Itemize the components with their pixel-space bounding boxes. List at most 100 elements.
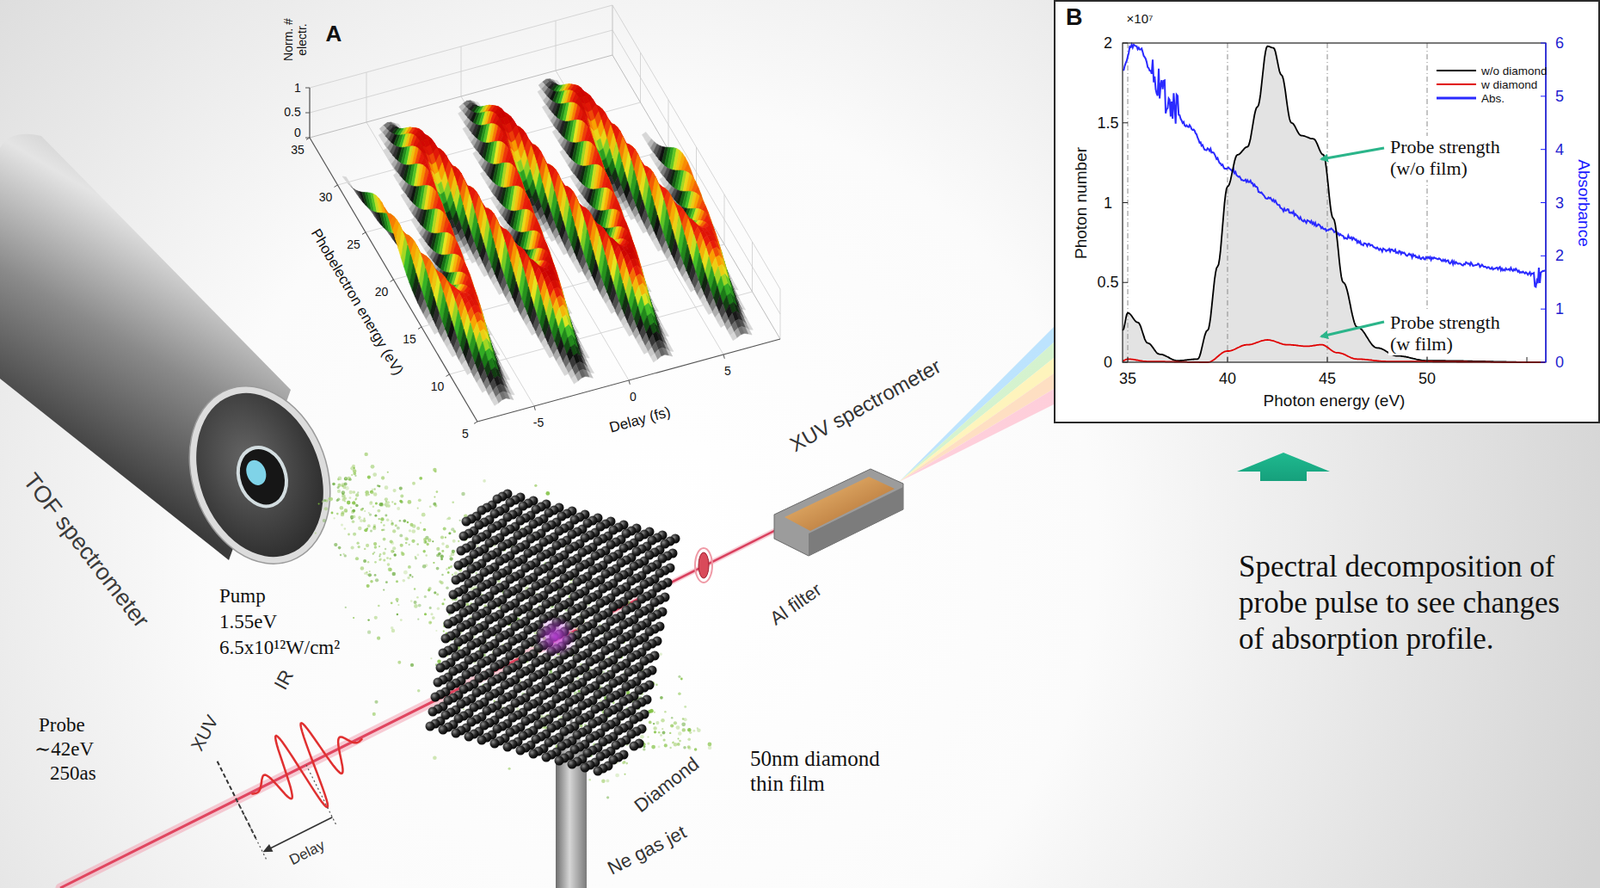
carbon-atom <box>516 592 526 603</box>
carbon-atom <box>580 533 591 543</box>
carbon-atom <box>449 590 459 600</box>
gas-atom <box>382 529 386 532</box>
gas-atom <box>400 543 404 548</box>
gas-atom <box>406 576 410 579</box>
gas-atom <box>433 590 437 594</box>
carbon-atom <box>425 721 436 732</box>
gas-atom <box>669 746 671 749</box>
gas-atom <box>340 523 344 527</box>
gas-atom <box>324 506 328 511</box>
gas-atom <box>363 559 367 563</box>
carbon-atom <box>485 538 495 548</box>
gas-atom <box>386 517 389 521</box>
carbon-atom <box>621 605 632 616</box>
carbon-atom <box>596 522 606 532</box>
gas-atom <box>349 496 352 499</box>
carbon-atom <box>565 697 575 708</box>
carbon-atom <box>508 560 518 570</box>
gas-atom <box>373 487 376 490</box>
gas-atom <box>368 572 372 577</box>
gas-atom <box>357 545 361 548</box>
carbon-atom <box>606 540 616 550</box>
gas-atom <box>476 544 480 548</box>
carbon-atom <box>583 518 593 529</box>
gas-atom <box>411 575 413 578</box>
gas-atom <box>369 570 371 573</box>
carbon-atom <box>467 564 477 574</box>
carbon-atom <box>629 741 640 751</box>
carbon-atom <box>472 611 482 622</box>
carbon-atom <box>467 640 477 651</box>
gas-atom <box>406 521 409 524</box>
carbon-atom <box>593 766 604 776</box>
gas-atom <box>392 572 396 576</box>
gas-atom <box>341 493 346 499</box>
carbon-atom <box>642 641 653 652</box>
gas-atom <box>369 579 374 584</box>
filter-disc <box>698 552 709 579</box>
carbon-atom <box>521 563 531 573</box>
carbon-atom <box>637 670 647 681</box>
carbon-atom <box>549 555 560 566</box>
carbon-atom <box>660 539 671 549</box>
gas-atom <box>430 612 433 616</box>
gas-atom <box>459 519 462 522</box>
carbon-atom <box>624 667 634 677</box>
gas-atom <box>443 526 447 530</box>
gas-atom <box>658 731 661 734</box>
gas-atom <box>462 707 465 710</box>
gas-atom <box>367 630 371 634</box>
gas-atom <box>454 571 458 575</box>
gas-atom <box>428 586 432 591</box>
carbon-atom <box>609 525 619 536</box>
gas-atom <box>429 504 432 508</box>
carbon-atom <box>560 726 570 737</box>
carbon-atom <box>467 717 477 727</box>
carbon-atom <box>619 620 629 630</box>
gas-atom <box>337 486 340 489</box>
gas-atom <box>646 742 650 745</box>
gas-atom <box>676 742 681 746</box>
gas-atom <box>410 663 414 667</box>
gas-atom <box>436 553 440 557</box>
carbon-atom <box>647 535 658 546</box>
carbon-atom <box>578 547 588 558</box>
carbon-atom <box>614 726 624 736</box>
gas-atom <box>389 540 394 544</box>
gas-atom <box>411 529 416 534</box>
gas-atom <box>369 529 373 532</box>
gas-atom <box>440 580 444 585</box>
carbon-atom <box>567 529 578 540</box>
gas-atom <box>384 514 388 517</box>
gas-atom <box>357 516 361 519</box>
gas-atom <box>354 498 357 500</box>
carbon-atom <box>459 608 469 618</box>
gas-atom <box>396 600 399 603</box>
gas-atom <box>352 515 357 519</box>
carbon-atom <box>567 606 578 616</box>
gas-atom <box>399 499 402 503</box>
carbon-atom <box>621 529 632 539</box>
gas-atom <box>413 603 419 609</box>
carbon-atom <box>508 713 518 723</box>
gas-atom <box>343 553 345 555</box>
gas-atom <box>417 618 419 621</box>
carbon-atom <box>616 711 627 721</box>
gas-atom <box>355 492 359 497</box>
carbon-atom <box>572 730 583 740</box>
carbon-atom <box>498 541 508 552</box>
gas-atom <box>440 535 444 539</box>
carbon-atom <box>596 751 606 762</box>
gas-atom <box>374 573 377 577</box>
gas-atom <box>677 731 683 736</box>
gas-atom <box>344 527 347 530</box>
gas-atom <box>606 795 610 799</box>
gas-atom <box>344 606 347 609</box>
gas-atom <box>337 489 341 493</box>
gas-atom <box>357 526 363 531</box>
gas-atom <box>474 572 478 575</box>
carbon-atom <box>480 720 490 731</box>
gas-atom <box>372 505 376 509</box>
gas-atom <box>400 494 404 499</box>
gas-atom <box>421 512 426 517</box>
